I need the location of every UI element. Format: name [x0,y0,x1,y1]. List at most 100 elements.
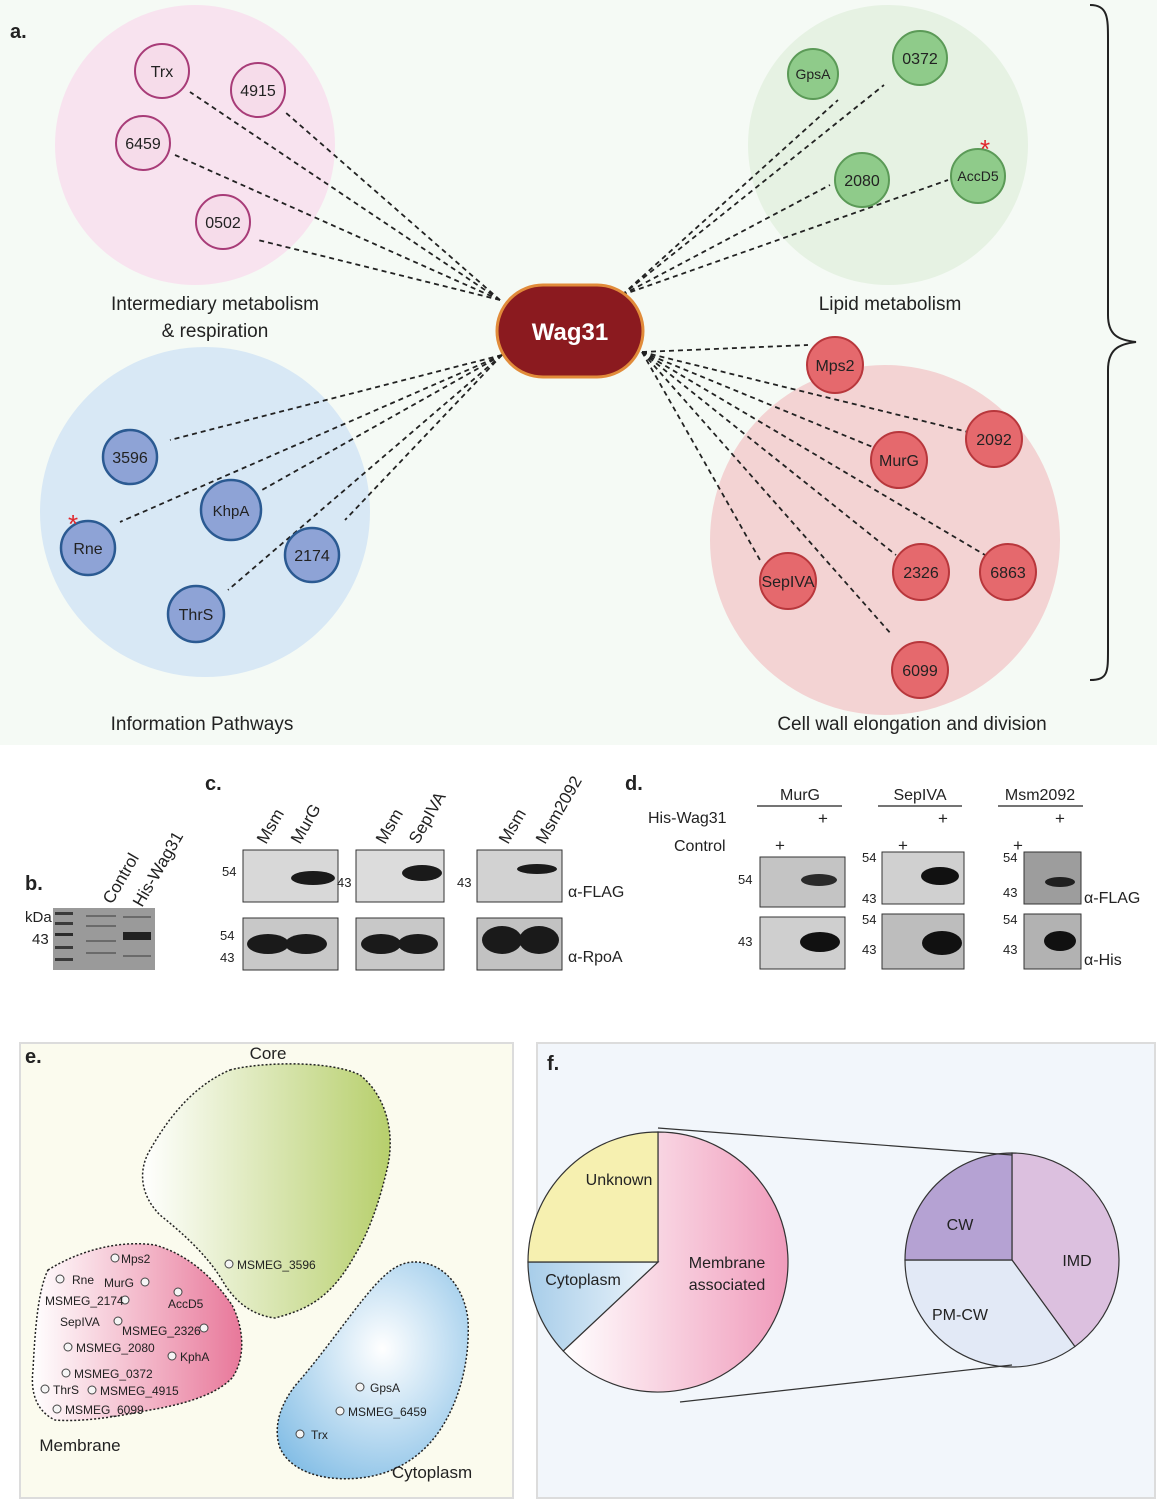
connector-6863 [641,351,986,556]
main-pie-slice-unknown [527,1131,659,1263]
pt-msmeg0372: MSMEG_0372 [74,1367,153,1381]
hub-label: Wag31 [532,319,608,346]
node-0372 [892,30,948,86]
membrane-region [31,1242,243,1422]
connector-3596 [169,354,503,441]
pt-accd5: AccD5 [168,1297,204,1311]
node-sepiva [759,552,817,610]
panel-b: b. Control His-Wag31 kDa 43 [25,828,187,970]
pt-mps2: Mps2 [121,1252,151,1266]
pt-thrs: ThrS [53,1383,79,1397]
blot3-rpoa-band-2 [519,926,559,954]
node-3596-label: 3596 [112,450,148,467]
node-6459-label: 6459 [125,136,161,153]
intermediary-nodes: Trx 4915 6459 0502 [115,43,286,250]
plus-msm2092-his: + [1055,809,1065,828]
pie-label-membrane-1: Membrane [689,1255,766,1272]
group-title-murg: MurG [780,787,820,804]
connector-sepiva [641,351,761,561]
node-accd5 [950,148,1006,204]
node-mps2-label: Mps2 [815,358,854,375]
panel-c: c. Msm MurG 54 54 43 Msm SepIVA 43 Msm M… [205,773,624,971]
information-nodes: 3596 KhpA Rne * 2174 ThrS [59,428,341,644]
panel-e-letter: e. [25,1046,42,1068]
node-thrs-label: ThrS [179,607,214,624]
node-6099 [891,641,949,699]
group-label-intermediary-1: Intermediary metabolism [111,294,319,315]
connector-gpsa [621,99,839,296]
subpie-label-pmcw: PM-CW [932,1307,989,1324]
main-pie-slice-cytoplasm [527,1261,660,1352]
blot1-marker-top: 54 [222,864,236,879]
blot1-rpoa-marker-54: 54 [220,928,234,943]
d-sepiva-flag-band [921,867,959,885]
node-2080-label: 2080 [844,173,880,190]
panel-a-letter: a. [10,21,27,43]
blot1-flag-band [291,871,335,885]
wag31-hub [495,283,645,379]
pt-msmeg3596: MSMEG_3596 [237,1258,316,1272]
connector-mps2 [641,344,809,353]
pt-msmeg2080: MSMEG_2080 [76,1341,155,1355]
blot3-marker-top: 43 [457,875,471,890]
pt-murg: MurG [104,1276,134,1290]
pt-msmeg4915: MSMEG_4915 [100,1384,179,1398]
node-2326-label: 2326 [903,565,939,582]
node-2326 [892,543,950,601]
connector-4915 [284,111,501,301]
pie-label-membrane-2: associated [689,1277,766,1294]
panel-e-points: MSMEG_3596 Mps2 Rne MurG MSMEG_2174 AccD… [40,1252,427,1442]
d-murg-flag-marker: 54 [738,872,752,887]
d-msm2092-his-marker-54: 54 [1003,912,1017,927]
blot2-rpoa-band-2 [398,934,438,954]
connector-2174 [344,354,503,521]
plus-msm2092-control: + [1013,836,1023,855]
node-4915 [230,62,286,118]
group-label-lipid: Lipid metabolism [819,294,962,315]
blot3-rpoa-band-1 [482,926,522,954]
d-msm2092-his-marker-43: 43 [1003,942,1017,957]
node-trx-label: Trx [151,64,174,81]
node-murg-label: MurG [879,453,919,470]
plus-murg-his: + [818,809,828,828]
group-label-intermediary-2: & respiration [162,321,269,342]
gel-bands [55,912,151,961]
pt-msmeg2326: MSMEG_2326 [122,1324,201,1338]
main-pie [527,1131,789,1393]
blot3-flag-band [517,864,557,874]
panel-b-letter: b. [25,873,43,895]
subpie-label-cw: CW [947,1217,975,1234]
group-label-cellwall: Cell wall elongation and division [777,714,1046,735]
panel-d: d. MurG SepIVA Msm2092 His-Wag31 Control… [625,773,1140,970]
panel-f-letter: f. [547,1053,559,1075]
blot2-rpoa-band-1 [361,934,401,954]
blot1-lane2-label: MurG [287,801,325,847]
connector-2080 [621,184,831,296]
cellwall-nodes: Mps2 2092 MurG SepIVA 2326 6863 6099 [759,336,1037,699]
core-region [141,1063,391,1319]
intermediary-group-circle [55,5,335,285]
connector-2092 [641,351,969,433]
d-murg-flag-band [801,874,837,886]
d-msm2092-his-band [1044,931,1076,951]
panel-f: f. Unknown Cytoplasm Membrane associated… [527,1042,1156,1499]
blot1-rpoa-marker-43: 43 [220,950,234,965]
node-khpa-label: KhpA [213,503,250,520]
node-accd5-label: AccD5 [957,168,998,184]
panel-e: e. Core Membrane Cytoplasm MSMEG_3596 Mp… [19,1042,514,1499]
blot2-marker-top: 43 [337,875,351,890]
plus-sepiva-control: + [898,836,908,855]
kda-label: kDa [25,909,52,926]
pt-msmeg6099: MSMEG_6099 [65,1403,144,1417]
connector-0372 [621,84,885,296]
connector-accd5 [621,179,949,296]
subpie-label-imd: IMD [1062,1253,1091,1270]
blot3-lane2-label: Msm2092 [532,773,586,847]
row-label-hiswag31: His-Wag31 [648,810,727,827]
antibody-flag-c: α-FLAG [568,884,624,901]
blot2-lane1-label: Msm [372,806,407,847]
cytoplasm-region [276,1261,469,1480]
row-label-control: Control [674,838,726,855]
node-0372-label: 0372 [902,51,938,68]
